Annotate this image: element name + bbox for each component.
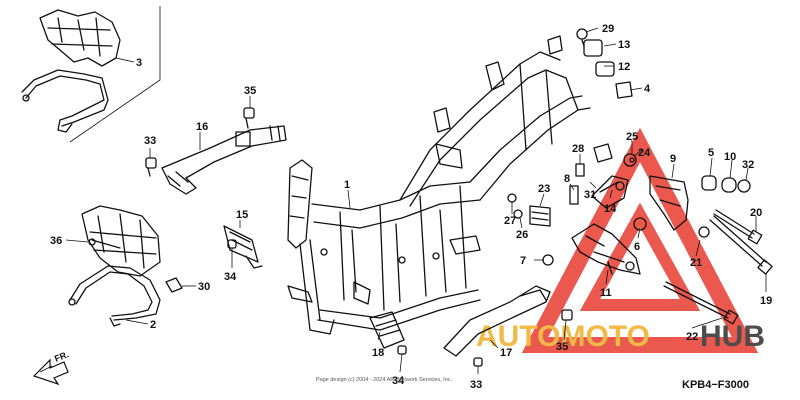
callout-35-b[interactable]: 35 xyxy=(556,341,568,353)
main-frame xyxy=(287,35,591,335)
callout-10[interactable]: 10 xyxy=(724,151,736,163)
callout-36[interactable]: 36 xyxy=(50,235,62,247)
callout-28[interactable]: 28 xyxy=(572,143,584,155)
callout-26[interactable]: 26 xyxy=(516,229,528,241)
direction-label: FR. xyxy=(53,349,70,364)
callout-13[interactable]: 13 xyxy=(618,39,630,51)
callouts: 1 2 3 4 5 6 7 8 9 10 11 12 13 14 15 16 1… xyxy=(50,23,772,391)
leader-lines xyxy=(65,27,767,374)
arrow-left-icon xyxy=(32,358,69,386)
callout-15[interactable]: 15 xyxy=(236,209,248,221)
copyright-text: Page design (c) 2004 - 2024 ARI Network … xyxy=(316,377,453,383)
bracket-18 xyxy=(369,311,405,349)
callout-16[interactable]: 16 xyxy=(196,121,208,133)
bracket-15 xyxy=(223,225,263,269)
bracket-14 xyxy=(591,175,629,209)
callout-5[interactable]: 5 xyxy=(708,147,714,159)
callout-3[interactable]: 3 xyxy=(136,57,142,69)
callout-9[interactable]: 9 xyxy=(670,153,676,165)
front-direction-arrow: FR. xyxy=(32,349,70,386)
inset-divider xyxy=(69,6,161,143)
callout-19[interactable]: 19 xyxy=(760,295,772,307)
callout-29[interactable]: 29 xyxy=(602,23,614,35)
callout-32[interactable]: 32 xyxy=(742,159,754,171)
callout-34-a[interactable]: 34 xyxy=(224,271,237,283)
diagram-code: KPB4−F3000 xyxy=(682,379,749,391)
watermark: AUTOMOTO HUB xyxy=(476,127,765,353)
small-fasteners xyxy=(145,107,579,367)
callout-8[interactable]: 8 xyxy=(564,173,570,185)
bracket-9 xyxy=(649,175,751,231)
callout-2[interactable]: 2 xyxy=(150,319,156,331)
callout-6[interactable]: 6 xyxy=(634,241,640,253)
bracket-assembly-2 xyxy=(68,205,183,327)
callout-27[interactable]: 27 xyxy=(504,215,516,227)
callout-24[interactable]: 24 xyxy=(638,147,651,159)
callout-31[interactable]: 31 xyxy=(584,189,596,201)
small-parts-mid xyxy=(575,143,637,177)
callout-7[interactable]: 7 xyxy=(520,255,526,267)
callout-34-b[interactable]: 34 xyxy=(392,375,405,387)
callout-35-a[interactable]: 35 xyxy=(244,85,256,97)
callout-33-a[interactable]: 33 xyxy=(144,135,156,147)
watermark-text-automoto: AUTOMOTO xyxy=(476,320,650,353)
stay-16 xyxy=(161,125,287,195)
watermark-text-hub: HUB xyxy=(700,320,765,353)
callout-17[interactable]: 17 xyxy=(500,347,512,359)
callout-20[interactable]: 20 xyxy=(750,207,762,219)
watermark-triangle-inner xyxy=(579,202,701,311)
callout-11[interactable]: 11 xyxy=(600,287,612,299)
callout-33-b[interactable]: 33 xyxy=(470,379,482,391)
bracket-17 xyxy=(443,285,551,357)
callout-23[interactable]: 23 xyxy=(538,183,550,195)
small-parts-top-right xyxy=(576,28,633,99)
callout-18[interactable]: 18 xyxy=(372,347,384,359)
callout-12[interactable]: 12 xyxy=(618,61,630,73)
bolts xyxy=(663,209,773,325)
callout-14[interactable]: 14 xyxy=(604,203,617,215)
callout-4[interactable]: 4 xyxy=(644,83,651,95)
callout-25[interactable]: 25 xyxy=(626,131,638,143)
callout-30[interactable]: 30 xyxy=(198,281,210,293)
callout-21[interactable]: 21 xyxy=(690,257,702,269)
callout-1[interactable]: 1 xyxy=(344,179,350,191)
watermark-triangle-outer xyxy=(521,127,759,353)
callout-22[interactable]: 22 xyxy=(686,331,698,343)
bracket-3 xyxy=(21,9,121,133)
